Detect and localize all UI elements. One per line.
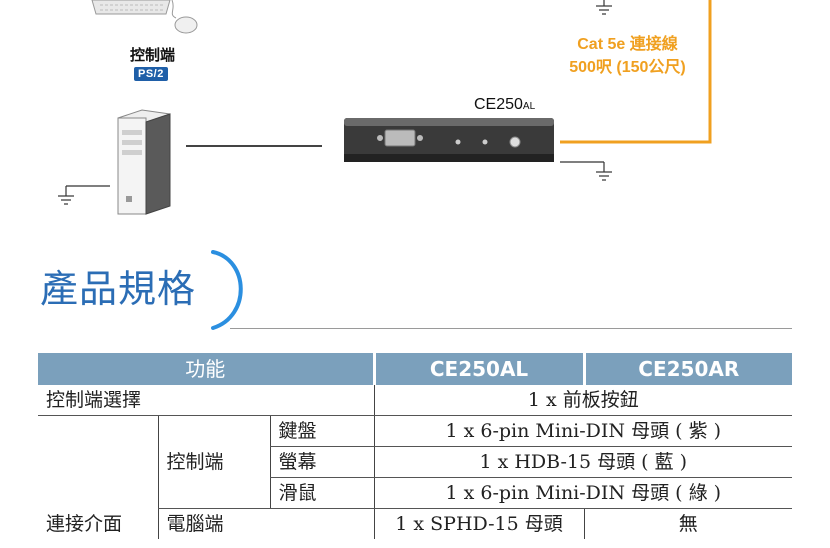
header-model-al: CE250AL [372,353,585,385]
led-icon-2 [482,139,488,145]
title-divider [230,328,792,329]
computer-tower-icon [117,109,171,215]
device-model-name: CE250 [474,96,523,113]
cable-label: Cat 5e 連接線 500呎 (150公尺) [550,33,705,79]
row-label-keyboard: 鍵盤 [269,415,375,447]
row-value-computer-ar: 無 [583,508,793,539]
row-value-console-select: 1 x 前板按鈕 [373,385,793,416]
row-value-mouse: 1 x 6-pin Mini-DIN 母頭 ( 綠 ) [373,477,793,509]
row-label-computer: 電腦端 [157,508,375,539]
button-icon [509,136,521,148]
row-value-computer-al: 1 x SPHD-15 母頭 [373,508,585,539]
ps2-badge: PS/2 [134,67,168,81]
header-model-ar: CE250AR [582,353,793,385]
row-label-monitor: 螢幕 [269,446,375,478]
table-row: 電腦端 1 x SPHD-15 母頭 無 [38,508,793,539]
header-function: 功能 [38,353,375,385]
spec-table: 功能 CE250AL CE250AR 控制端選擇 1 x 前板按鈕 連接介面 控… [38,353,793,539]
device-model-suffix: AL [522,101,536,112]
ground-symbol-icon-2 [560,161,612,181]
ground-symbol-icon-3 [596,0,612,15]
cat5e-cable-line [560,0,712,144]
table-row: 連接介面 控制端 鍵盤 1 x 6-pin Mini-DIN 母頭 ( 紫 ) [38,415,793,535]
keyboard-icon [91,0,171,15]
title-arc-decoration [211,250,243,330]
row-label-mouse: 滑鼠 [269,477,375,509]
row-value-monitor: 1 x HDB-15 母頭 ( 藍 ) [373,446,793,478]
device-model-label: CE250AL [474,96,535,114]
group-label-console: 控制端 [157,415,270,509]
row-value-keyboard: 1 x 6-pin Mini-DIN 母頭 ( 紫 ) [373,415,793,447]
ground-symbol-icon [58,185,110,205]
group-label-connectors: 連接介面 [46,513,123,535]
cable-type: Cat 5e 連接線 [577,36,678,53]
diagram-graphics [58,0,712,215]
table-row: 控制端選擇 1 x 前板按鈕 [38,385,793,416]
vga-port-icon [384,129,416,147]
console-label: 控制端 [130,46,176,64]
connection-diagram: 控制端 PS/2 CE250AL Cat 5e 連接線 500呎 (150公尺) [0,0,830,235]
table-row: 滑鼠 1 x 6-pin Mini-DIN 母頭 ( 綠 ) [38,477,793,509]
mouse-icon [171,0,198,34]
ce250al-device [344,118,554,162]
table-header-row: 功能 CE250AL CE250AR [38,353,793,385]
led-icon [455,139,461,145]
row-label-console-select: 控制端選擇 [38,385,375,416]
cable-length: 500呎 (150公尺) [569,59,686,76]
table-row: 螢幕 1 x HDB-15 母頭 ( 藍 ) [38,446,793,478]
section-title: 產品規格 [40,267,197,311]
